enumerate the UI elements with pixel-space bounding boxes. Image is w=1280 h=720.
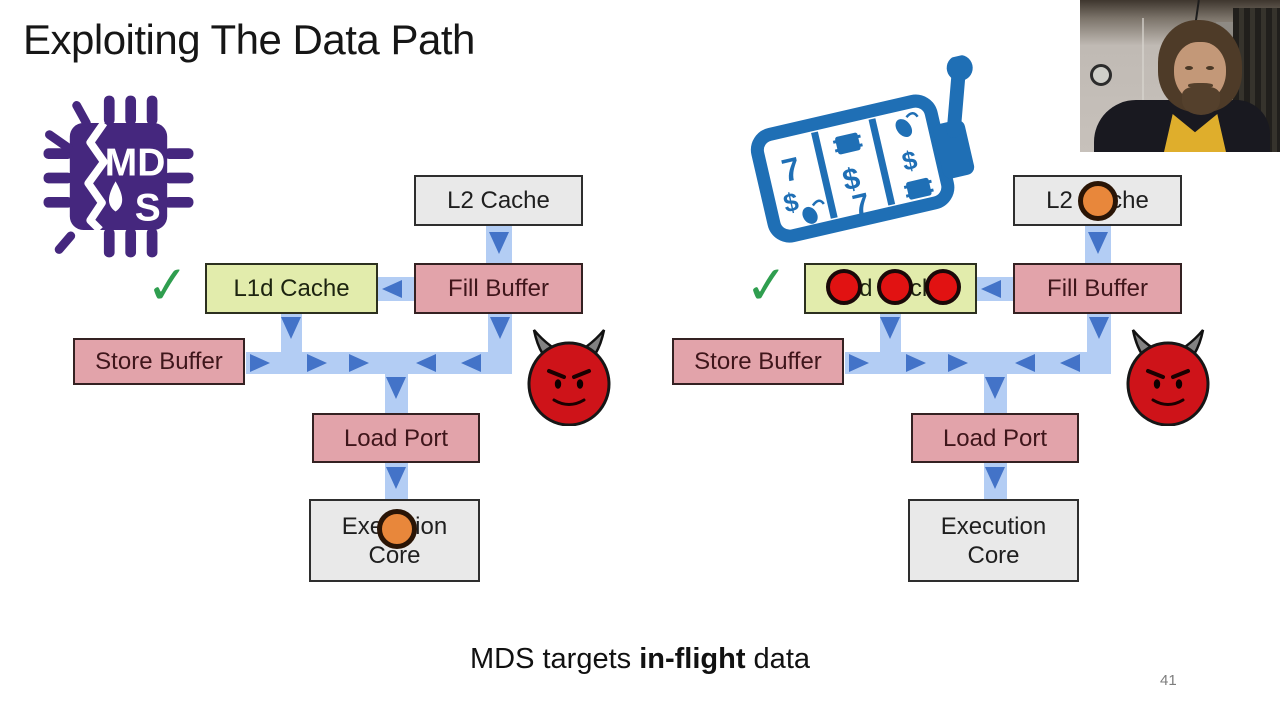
arrowhead-down-icon [985,377,1005,399]
page-number: 41 [1160,672,1177,689]
webcam-overlay [1080,0,1280,152]
arrowhead-left-icon [1060,354,1080,372]
slot-reel3-mouse-icon [895,111,919,138]
slot-reel2-chip-icon [832,132,863,155]
arrowhead-down-icon [1088,232,1108,254]
arrowhead-right-icon [250,354,270,372]
caption-prefix: MDS targets [469,643,640,675]
datapath-diagram-left: L2 Cache L1d Cache Fill Buffer Store Buf… [0,0,681,620]
slot-lever [933,54,975,179]
arrowhead-down-icon [880,317,900,339]
devil-icon [527,329,611,426]
checkmark-icon: ✓ [743,255,791,317]
arrowhead-left-icon [461,354,481,372]
arrowhead-left-icon [416,354,436,372]
red-data-dot [826,269,862,305]
arrowhead-left-icon [981,280,1001,298]
arrowhead-down-icon [386,467,406,489]
slot-reel3-dollar: $ [899,144,920,177]
l1d-cache-box: L1d Cache [205,263,378,314]
wall-clock [1090,64,1112,86]
slot-reel1-dollar: $ [780,186,801,219]
devil-icon [1126,329,1210,426]
execution-core-line1: Execution [940,512,1047,540]
speaker-mustache [1188,83,1213,88]
fill-buffer-box: Fill Buffer [1013,263,1182,314]
arrowhead-down-icon [490,317,510,339]
slot-machine-icon: 7 $ $ 7 $ [731,52,1015,284]
slot-reel2-dollar: $ [840,162,864,198]
execution-core-line2: Core [967,541,1020,569]
arrowhead-left-icon [382,280,402,298]
arrowhead-down-icon [386,377,406,399]
orange-data-dot [1078,181,1118,221]
execution-core-box: Execution Core [908,499,1079,582]
speaker-eye [1185,66,1193,70]
arrowhead-right-icon [349,354,369,372]
store-buffer-box: Store Buffer [672,338,844,385]
speaker-beard [1182,87,1220,115]
slot-reel1-mouse-icon [802,199,825,224]
fill-buffer-box: Fill Buffer [414,263,583,314]
wall-seam [1142,18,1144,152]
mds-logo-text-md: MD [105,142,166,185]
slot-reel2-seven: 7 [850,187,874,223]
caption-bold: in-flight [639,643,746,675]
arrowhead-down-icon [985,467,1005,489]
arrowhead-right-icon [307,354,327,372]
checkmark-icon: ✓ [144,255,192,317]
arrowhead-right-icon [849,354,869,372]
mds-logo-text-s: S [135,186,161,229]
caption-suffix: data [745,643,810,675]
red-data-dot [877,269,913,305]
slide-caption: MDS targets in-flight data [0,643,1280,676]
speaker-eye [1206,66,1214,70]
l2-cache-box: L2 Cache [414,175,583,226]
arrowhead-down-icon [489,232,509,254]
arrowhead-down-icon [281,317,301,339]
datapath-diagram-right: L2 Cache L1d Cache Fill Buffer Store Buf… [599,0,1280,620]
load-port-box: Load Port [911,413,1079,463]
store-buffer-box: Store Buffer [73,338,245,385]
mds-logo-icon: MD S [43,95,194,258]
orange-data-dot [377,509,417,549]
arrowhead-left-icon [1015,354,1035,372]
arrowhead-down-icon [1089,317,1109,339]
slot-reel3-chip-icon [903,177,934,200]
arrowhead-right-icon [948,354,968,372]
load-port-box: Load Port [312,413,480,463]
droplet-icon [108,181,123,212]
red-data-dot [925,269,961,305]
page-title: Exploiting The Data Path [23,16,475,63]
arrowhead-right-icon [906,354,926,372]
